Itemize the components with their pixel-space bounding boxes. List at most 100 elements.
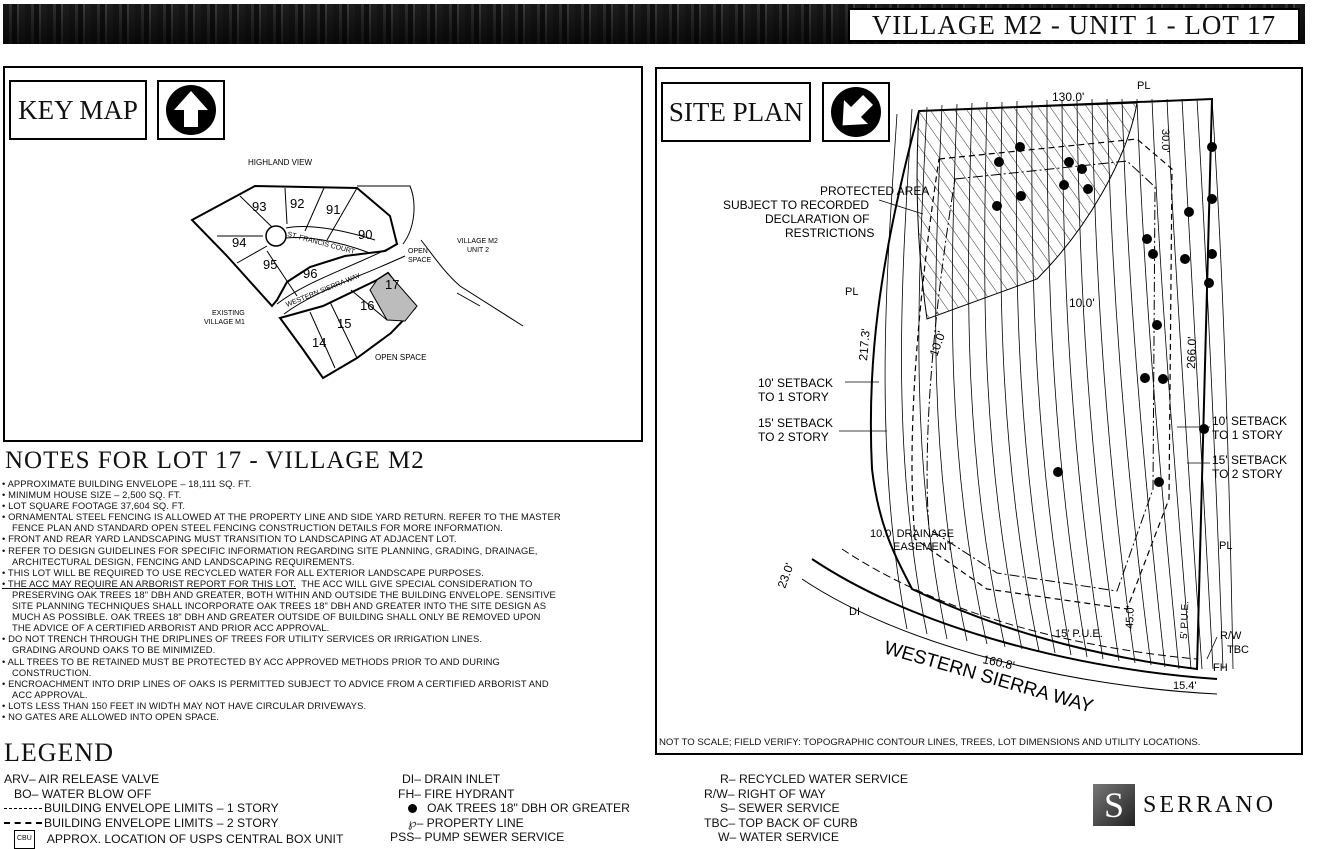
lot-92: 92 <box>290 196 304 211</box>
note-continued: THE ACC WILL GIVE SPECIAL CONSIDERATION … <box>301 577 533 589</box>
pue-5: 5' P.U.E. <box>1179 601 1191 639</box>
rw-label: R/W <box>1220 630 1242 642</box>
legend-item: BUILDING ENVELOPE LIMITS – 2 STORY <box>4 816 343 831</box>
legend-item-label: BUILDING ENVELOPE LIMITS – 1 STORY <box>44 801 279 816</box>
note-line: ACC APPROVAL. <box>12 688 88 700</box>
note-line: THE ADVICE OF A CERTIFIED ARBORIST AND P… <box>12 622 330 634</box>
legend-item: S– SEWER SERVICE <box>720 801 840 816</box>
note-line: • LOT SQUARE FOOTAGE 37,604 SQ. FT. <box>2 500 186 512</box>
dim-30: 30.0' <box>1159 129 1171 153</box>
lot-91: 91 <box>326 202 340 217</box>
site-plan-panel: PROTECTED AREA SUBJECT TO RECORDED DECLA… <box>655 67 1303 755</box>
legend-item-label: OAK TREES 18" DBH OR GREATER <box>427 801 630 816</box>
lot-15: 15 <box>337 316 351 331</box>
lot-96: 96 <box>303 266 317 281</box>
tbc-label: TBC <box>1227 644 1249 656</box>
note-line: • FRONT AND REAR YARD LANDSCAPING MUST T… <box>2 533 457 545</box>
dim-15: 15.4' <box>1173 680 1197 692</box>
lot-90: 90 <box>358 227 372 242</box>
note-line: • DO NOT TRENCH THROUGH THE DRIPLINES OF… <box>2 633 483 645</box>
note-line: • THE ACC MAY REQUIRE AN ARBORIST REPORT… <box>2 578 648 589</box>
dash-line-icon <box>4 807 42 809</box>
legend-item: BUILDING ENVELOPE LIMITS – 1 STORY <box>4 801 343 816</box>
open-space-bottom-label: OPEN SPACE <box>375 353 426 362</box>
legend-item: PSS– PUMP SEWER SERVICE <box>390 830 565 845</box>
pl-label-2: PL <box>1137 80 1150 92</box>
pue-15: 15' P.U.E. <box>1055 628 1103 640</box>
note-line: CONSTRUCTION. <box>12 666 92 678</box>
key-map-panel: KEY MAP HIGHL <box>3 66 643 442</box>
cbu-icon: CBU <box>14 830 35 849</box>
key-map-drawing: HIGHLAND VIEW 93 92 91 90 94 95 96 17 16… <box>190 158 524 380</box>
drainage-label-2: EASEMENT <box>893 541 954 553</box>
note-line: • ORNAMENTAL STEEL FENCING IS ALLOWED AT… <box>2 511 561 523</box>
north-arrow-southwest-icon <box>822 82 890 142</box>
legend-item-label: BUILDING ENVELOPE LIMITS – 2 STORY <box>44 815 279 830</box>
note-line: • APPROXIMATE BUILDING ENVELOPE – 18,111… <box>2 478 252 489</box>
dim-160: 160.8' <box>981 652 1016 672</box>
legend-item: R/W– RIGHT OF WAY <box>704 786 826 801</box>
dash-dot-line-icon <box>4 822 42 825</box>
note-line: SITE PLANNING TECHNIQUES SHALL INCORPORA… <box>12 600 547 612</box>
contour-lines <box>884 98 1234 670</box>
legend-item-label: APPROX. LOCATION OF USPS CENTRAL BOX UNI… <box>46 832 344 847</box>
note-line: FENCE PLAN AND STANDARD OPEN STEEL FENCI… <box>12 522 504 534</box>
legend-item: BO– WATER BLOW OFF <box>14 786 152 801</box>
legend-item: R– RECYCLED WATER SERVICE <box>720 772 909 786</box>
note-line: • REFER TO DESIGN GUIDELINES FOR SPECIFI… <box>2 544 538 556</box>
setback10-right-2: TO 1 STORY <box>1212 428 1283 442</box>
note-line: • THIS LOT WILL BE REQUIRED TO USE RECYC… <box>2 566 484 578</box>
site-plan-label: SITE PLAN <box>661 82 811 142</box>
protected-label-1: PROTECTED AREA <box>820 184 929 198</box>
protected-label-4: RESTRICTIONS <box>785 226 874 240</box>
existing-label-1: EXISTING <box>212 310 245 317</box>
note-line: MUCH AS POSSIBLE. OAK TREES 18" DBH AND … <box>12 611 541 623</box>
dim-23: 23.0' <box>775 561 797 590</box>
court-label: ST. FRANCIS COURT <box>286 231 356 256</box>
open-space-label-2: SPACE <box>408 257 432 264</box>
village-m2-label-1: VILLAGE M2 <box>457 238 498 245</box>
page-title: VILLAGE M2 - UNIT 1 - LOT 17 <box>848 8 1300 42</box>
legend-column-3: R– RECYCLED WATER SERVICE R/W– RIGHT OF … <box>704 772 908 845</box>
legend-item: DI– DRAIN INLET <box>402 772 501 786</box>
setback10-right-1: 10' SETBACK <box>1212 414 1287 428</box>
note-line: • LOTS LESS THAN 150 FEET IN WIDTH MAY N… <box>2 699 367 711</box>
lot-16: 16 <box>360 298 374 313</box>
lot-95: 95 <box>263 257 277 272</box>
lot-94: 94 <box>232 235 246 250</box>
legend-item: FH– FIRE HYDRANT <box>398 786 515 801</box>
note-line: • ENCROACHMENT INTO DRIP LINES OF OAKS I… <box>2 677 549 689</box>
village-m2-label-2: UNIT 2 <box>467 247 489 254</box>
legend-item: W– WATER SERVICE <box>718 830 839 845</box>
note-line: • NO GATES ARE ALLOWED INTO OPEN SPACE. <box>2 710 220 722</box>
legend-item: CBU APPROX. LOCATION OF USPS CENTRAL BOX … <box>4 830 343 849</box>
legend-item: ℘– PROPERTY LINE <box>408 815 524 830</box>
dim-130: 130.0' <box>1052 90 1084 104</box>
drainage-label-1: 10.0' DRAINAGE <box>870 528 954 540</box>
setback15-left-2: TO 2 STORY <box>758 430 829 444</box>
site-plan-footnote: NOT TO SCALE; FIELD VERIFY: TOPOGRAPHIC … <box>659 737 1201 748</box>
lot-14: 14 <box>312 335 326 350</box>
lot-93: 93 <box>252 199 266 214</box>
setback10-left-2: TO 1 STORY <box>758 390 829 404</box>
note-line: GRADING AROUND OAKS TO BE MINIMIZED. <box>12 644 216 656</box>
key-map-label: KEY MAP <box>9 80 147 140</box>
highland-view-label: HIGHLAND VIEW <box>248 158 312 167</box>
protected-label-3: DECLARATION OF <box>765 212 869 226</box>
dim-217: 217.3' <box>856 328 873 361</box>
notes-list: • APPROXIMATE BUILDING ENVELOPE – 18,111… <box>2 478 648 722</box>
street-label: WESTERN SIERRA WAY <box>882 638 1096 718</box>
note-line: • ALL TREES TO BE RETAINED MUST BE PROTE… <box>2 655 500 667</box>
site-plan-drawing: PROTECTED AREA SUBJECT TO RECORDED DECLA… <box>723 80 1287 718</box>
dim-266: 266.0' <box>1184 336 1199 369</box>
fh-label: FH <box>1213 662 1228 674</box>
di-label: DI <box>849 606 860 618</box>
protected-label-2: SUBJECT TO RECORDED <box>723 198 869 212</box>
open-space-label-1: OPEN <box>408 248 428 255</box>
dim-10a: 10.0' <box>1069 296 1095 310</box>
legend-column-1: ARV– AIR RELEASE VALVE BO– WATER BLOW OF… <box>4 772 343 849</box>
serrano-logo-text: SERRANO <box>1143 791 1277 818</box>
dim-45: 45.0' <box>1124 605 1137 629</box>
serrano-logo-mark: S <box>1093 784 1135 826</box>
serrano-logo: S SERRANO <box>1093 784 1276 826</box>
